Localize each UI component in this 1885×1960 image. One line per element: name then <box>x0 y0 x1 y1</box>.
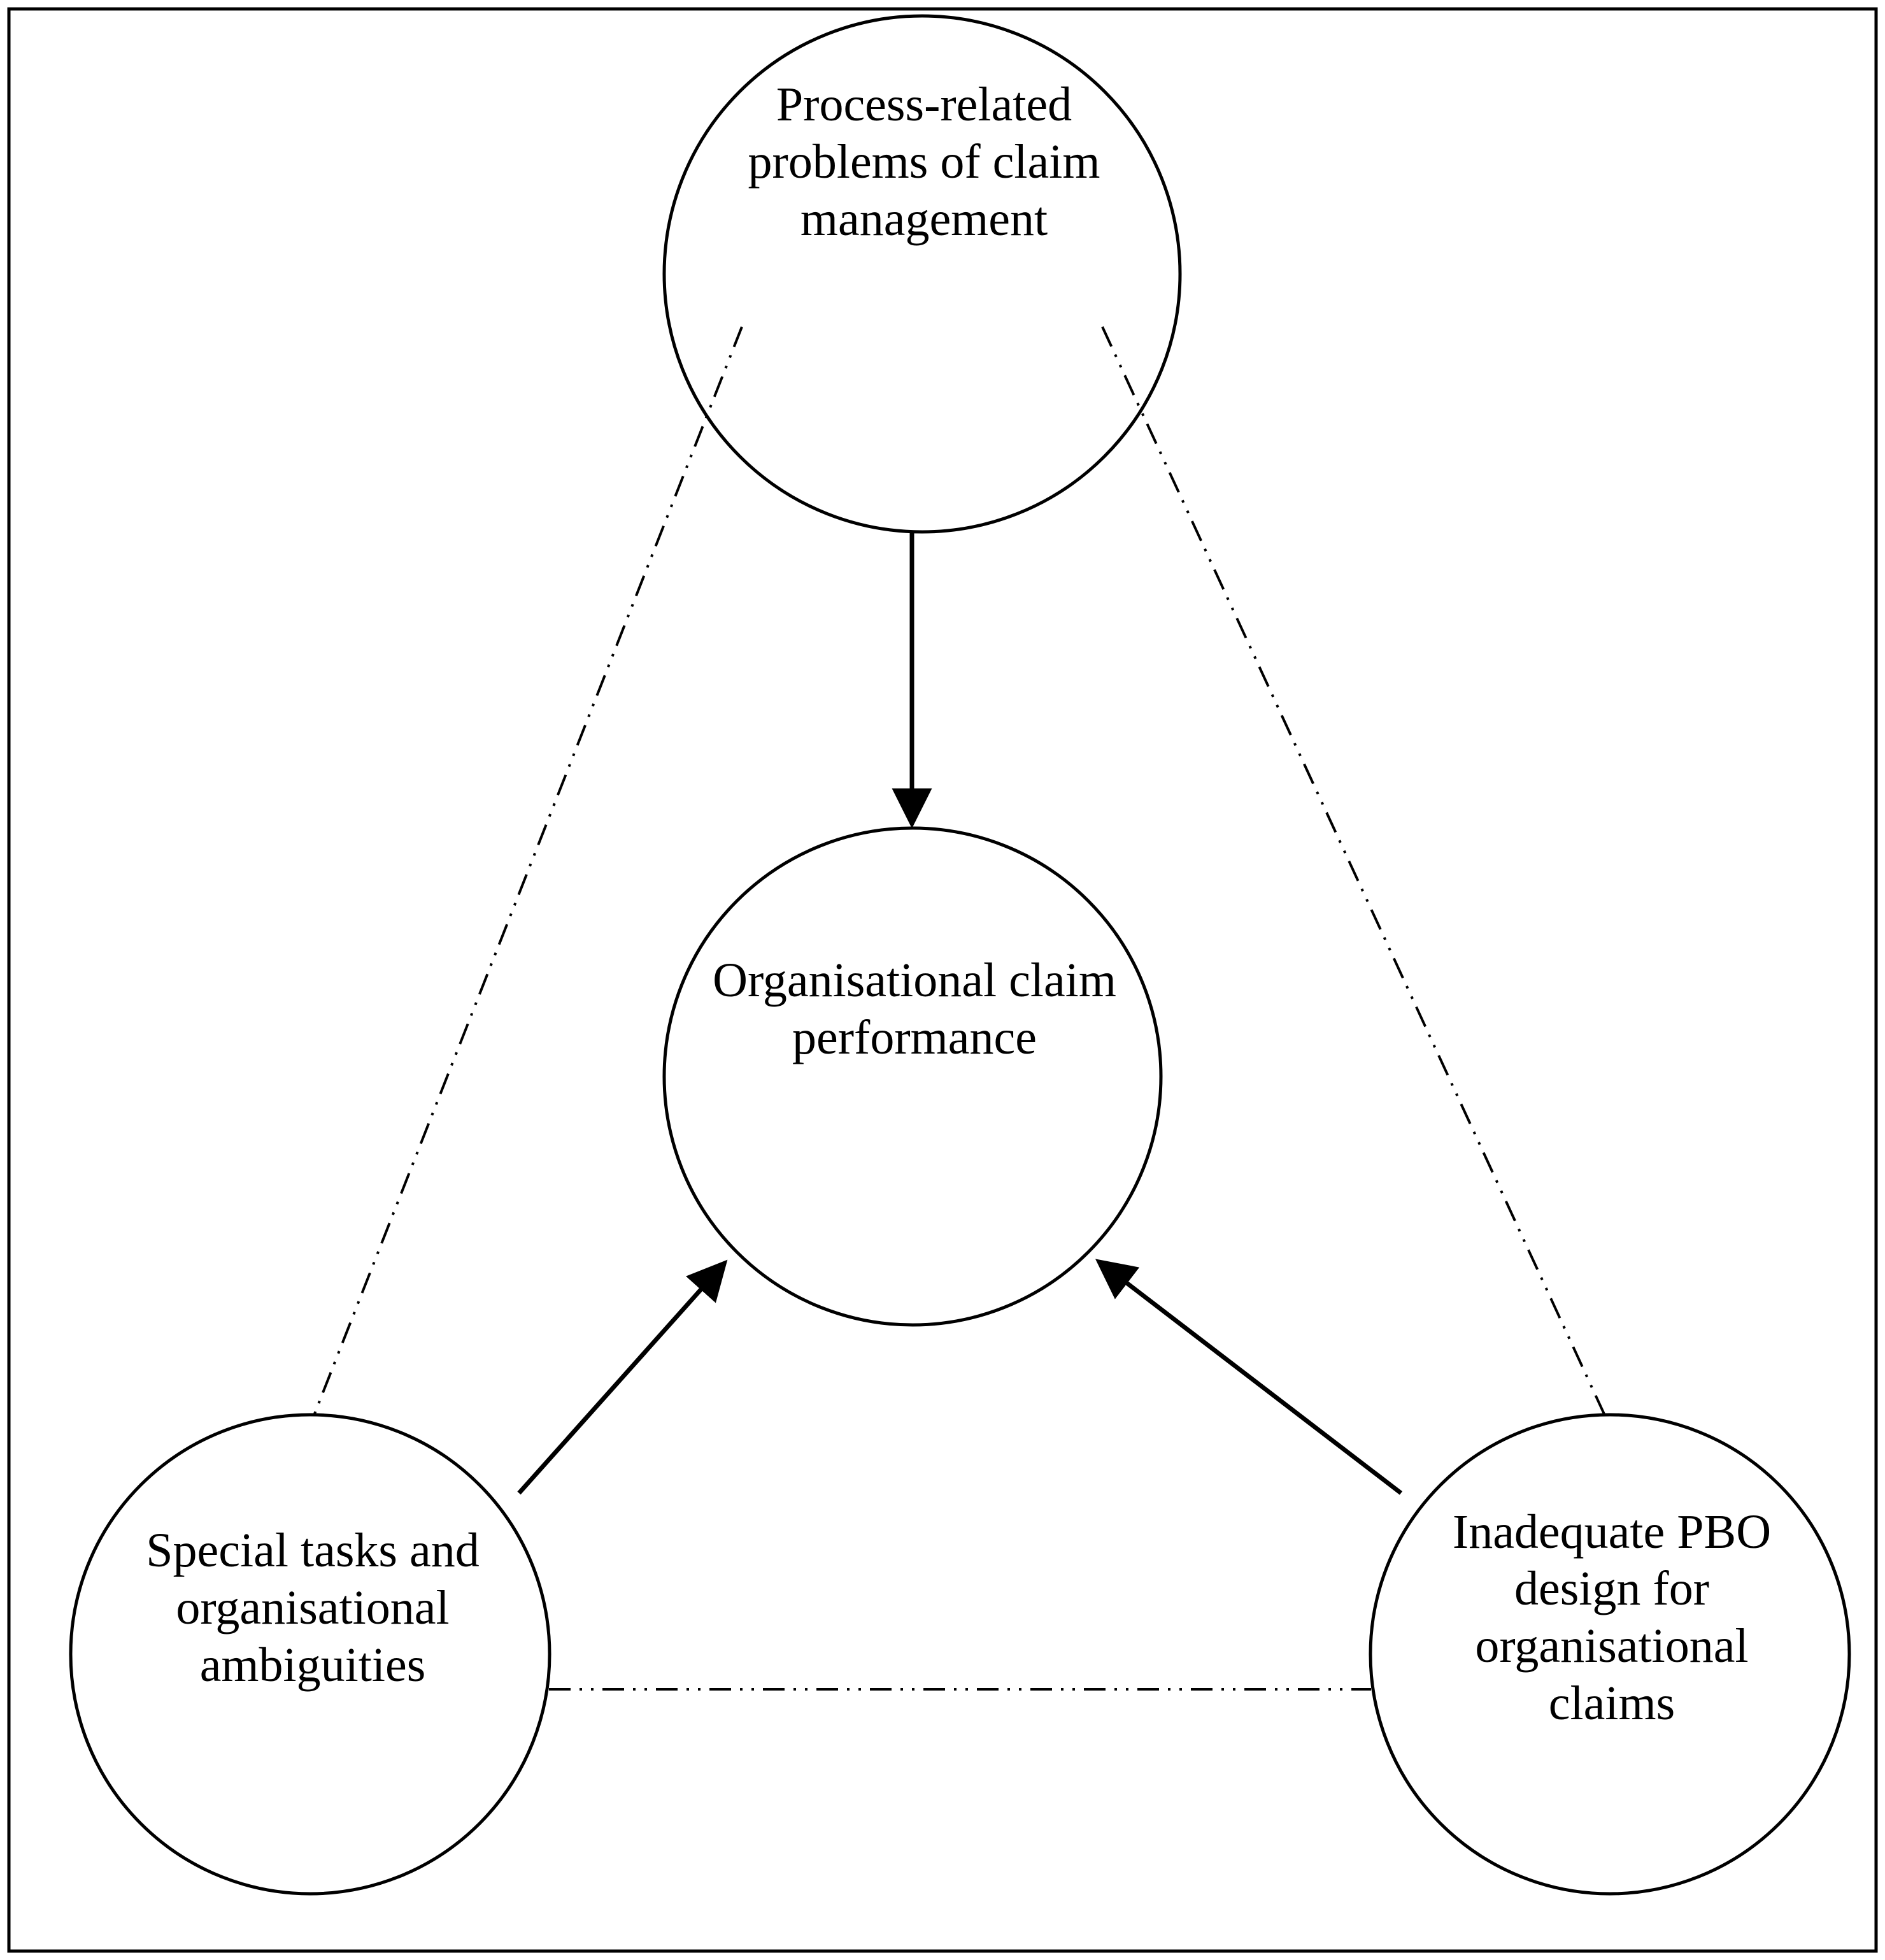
association-lines <box>313 326 1606 1691</box>
node-organisational-claim-performance[interactable] <box>662 826 1163 1327</box>
edge-top-to-bottom-right <box>1101 326 1606 1416</box>
edge-top-to-bottom-left <box>313 326 743 1416</box>
arrow-bottom-left-to-center <box>517 1259 728 1495</box>
figure-border <box>7 7 1878 1953</box>
arrow-bottom-right-to-center <box>1095 1259 1403 1495</box>
causal-arrows <box>517 533 1403 1495</box>
node-special-tasks-and-organisational-ambiguities[interactable] <box>69 1413 551 1896</box>
node-circles <box>69 14 1851 1896</box>
node-inadequate-pbo-design[interactable] <box>1369 1413 1851 1896</box>
node-process-related-problems[interactable] <box>662 14 1182 534</box>
